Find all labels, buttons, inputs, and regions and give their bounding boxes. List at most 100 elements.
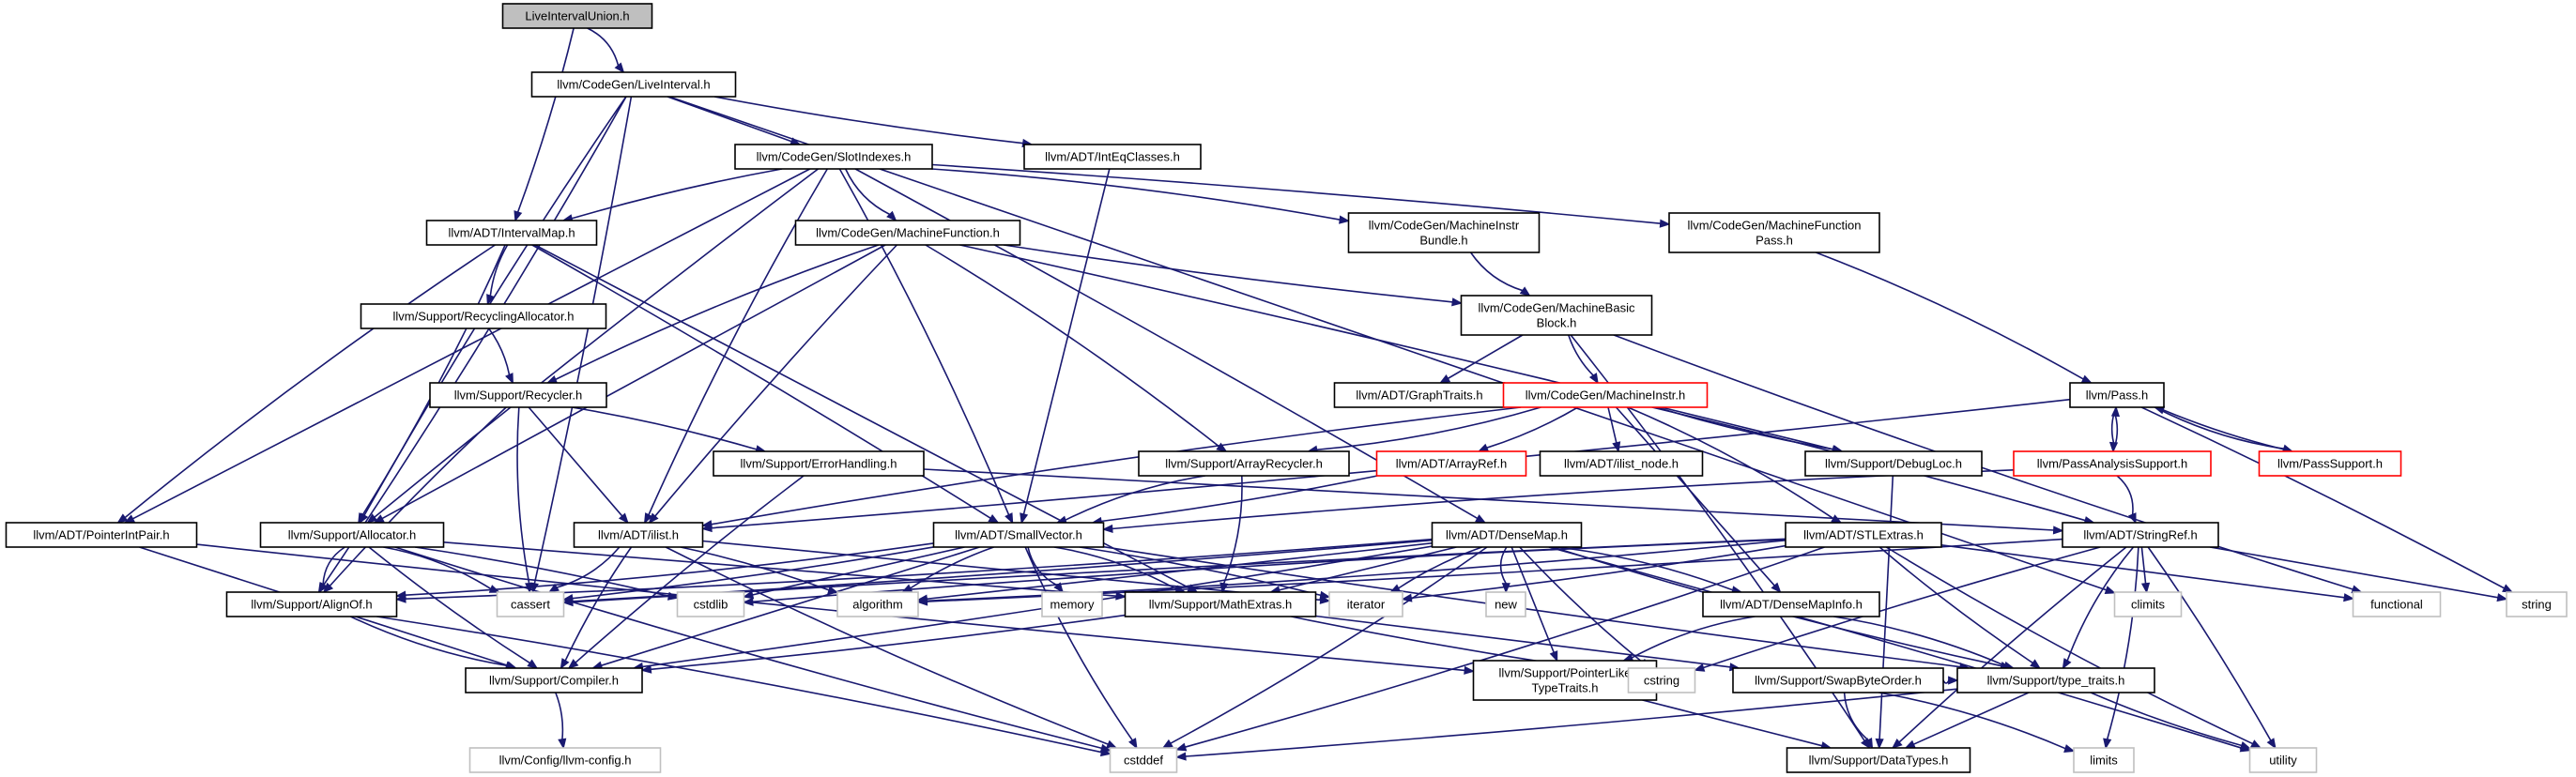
graph-node-n17[interactable]: llvm/ADT/ilist_node.h	[1539, 450, 1704, 477]
graph-node-n27[interactable]: llvm/ADT/StringRef.h	[2062, 522, 2219, 548]
include-edge-n33-n40	[640, 614, 1126, 674]
include-edge-n40-n45	[555, 692, 567, 750]
graph-node-n12[interactable]: llvm/CodeGen/MachineInstr.h	[1502, 382, 1709, 408]
edge-line	[1184, 546, 1825, 748]
node-label: Block.h	[1537, 316, 1577, 330]
edge-line	[752, 539, 1786, 603]
graph-node-n3[interactable]: llvm/ADT/IntEqClasses.h	[1023, 144, 1202, 170]
node-box	[1328, 591, 1403, 617]
include-edge-n4-n8	[486, 244, 509, 306]
graph-node-n22[interactable]: llvm/Support/Allocator.h	[259, 522, 445, 548]
include-edge-n25-n35	[1499, 546, 1510, 594]
node-label: llvm/Support/Recycler.h	[454, 388, 583, 403]
node-box	[225, 591, 398, 617]
edge-arrowhead	[2063, 744, 2076, 753]
graph-node-n36[interactable]: llvm/ADT/DenseMapInfo.h	[1702, 591, 1880, 617]
edge-line	[2140, 546, 2147, 585]
edge-line	[1519, 546, 1644, 663]
graph-node-n10[interactable]: llvm/Support/Recycler.h	[429, 382, 607, 408]
include-edge-n26-n34	[1401, 544, 1786, 602]
graph-node-n16[interactable]: llvm/ADT/ArrayRef.h	[1375, 450, 1527, 477]
graph-node-n0[interactable]: LiveIntervalUnion.h	[501, 3, 653, 29]
node-label: llvm/ADT/ArrayRef.h	[1396, 457, 1507, 471]
graph-node-n19[interactable]: llvm/PassAnalysisSupport.h	[2013, 450, 2212, 477]
edge-arrowhead	[1174, 742, 1188, 752]
edge-line	[923, 468, 2055, 531]
graph-node-n4[interactable]: llvm/ADT/IntervalMap.h	[425, 220, 598, 246]
node-box	[794, 220, 1021, 246]
edge-line	[711, 406, 1522, 526]
node-label: llvm/CodeGen/MachineFunction	[1688, 219, 1862, 233]
edge-arrowhead	[640, 664, 652, 674]
graph-node-n44[interactable]: llvm/Support/type_traits.h	[1956, 667, 2155, 693]
graph-node-n5[interactable]: llvm/CodeGen/MachineFunction.h	[794, 220, 1021, 246]
edge-line	[1510, 546, 1556, 653]
edge-line	[555, 692, 564, 740]
node-label: llvm/ADT/DenseMapInfo.h	[1720, 598, 1863, 612]
graph-node-n21[interactable]: llvm/ADT/PointerIntPair.h	[5, 522, 198, 548]
edge-arrowhead	[394, 594, 406, 603]
graph-node-n26[interactable]: llvm/ADT/STLExtras.h	[1785, 522, 1942, 548]
edge-arrowhead	[547, 583, 560, 593]
edge-line	[925, 244, 1220, 448]
graph-node-n15[interactable]: llvm/Support/ArrayRecycler.h	[1138, 450, 1350, 477]
graph-node-n25[interactable]: llvm/ADT/DenseMap.h	[1431, 522, 1583, 548]
graph-node-n33[interactable]: llvm/Support/MathExtras.h	[1124, 591, 1317, 617]
graph-node-n42: cstring	[1627, 667, 1696, 693]
edge-line	[1912, 692, 2030, 746]
graph-node-n24[interactable]: llvm/ADT/SmallVector.h	[932, 522, 1105, 548]
graph-node-n47[interactable]: llvm/Support/DataTypes.h	[1786, 747, 1971, 773]
node-label: llvm/ADT/PointerIntPair.h	[33, 528, 169, 542]
edge-line	[713, 96, 1024, 145]
include-edge-n22-n29	[383, 546, 501, 593]
graph-node-n8[interactable]: llvm/Support/RecyclingAllocator.h	[360, 303, 607, 329]
node-label: llvm/Support/DebugLoc.h	[1825, 457, 1962, 471]
graph-node-n40[interactable]: llvm/Support/Compiler.h	[465, 667, 643, 693]
edge-line	[368, 546, 531, 664]
graph-node-n14[interactable]: llvm/Support/ErrorHandling.h	[713, 450, 925, 477]
graph-node-n23[interactable]: llvm/ADT/ilist.h	[573, 522, 704, 548]
graph-node-n20[interactable]: llvm/PassSupport.h	[2258, 450, 2402, 477]
graph-node-n11[interactable]: llvm/ADT/GraphTraits.h	[1333, 382, 1506, 408]
graph-node-n2[interactable]: llvm/CodeGen/SlotIndexes.h	[734, 144, 933, 170]
include-edge-n20-n13	[2153, 405, 2292, 452]
edge-arrowhead	[2103, 738, 2112, 750]
graph-node-n46: cstddef	[1109, 747, 1178, 773]
edge-line	[1702, 546, 2101, 669]
node-box	[1041, 591, 1103, 617]
edge-line	[571, 168, 783, 220]
edge-arrowhead	[2249, 739, 2262, 749]
node-box	[1485, 591, 1526, 617]
edge-line	[394, 546, 1102, 750]
node-box	[468, 747, 662, 773]
node-label: llvm/Support/PointerLike	[1499, 666, 1632, 680]
graph-node-n43[interactable]: llvm/Support/SwapByteOrder.h	[1732, 667, 1944, 693]
include-edge-n4-n21	[116, 244, 496, 524]
include-edge-n43-n47	[1843, 692, 1874, 750]
edge-line	[1003, 244, 1453, 303]
edge-arrowhead	[1216, 442, 1228, 452]
node-label: cstdlib	[694, 598, 728, 612]
edge-line	[1878, 475, 1894, 740]
include-edge-n25-n41	[1510, 546, 1558, 663]
edge-line	[1022, 168, 1111, 515]
include-edge-n23-n46	[665, 546, 1118, 749]
edge-line	[124, 244, 496, 519]
graph-node-n1[interactable]: llvm/CodeGen/LiveInterval.h	[530, 71, 737, 98]
include-edge-n12-n17	[1607, 406, 1621, 453]
node-box	[2248, 747, 2318, 773]
include-edge-n43-n48	[1878, 692, 2076, 753]
graph-node-n13[interactable]: llvm/Pass.h	[2069, 382, 2165, 408]
edge-line	[556, 546, 621, 588]
graph-node-n28[interactable]: llvm/Support/AlignOf.h	[225, 591, 398, 617]
node-box	[1539, 450, 1704, 477]
node-label: Bundle.h	[1419, 234, 1467, 248]
include-edge-n2-n5	[844, 168, 897, 222]
node-box	[573, 522, 704, 548]
node-label: memory	[1050, 598, 1095, 612]
include-edge-n14-n27	[923, 468, 2064, 535]
graph-node-n18[interactable]: llvm/Support/DebugLoc.h	[1804, 450, 1983, 477]
